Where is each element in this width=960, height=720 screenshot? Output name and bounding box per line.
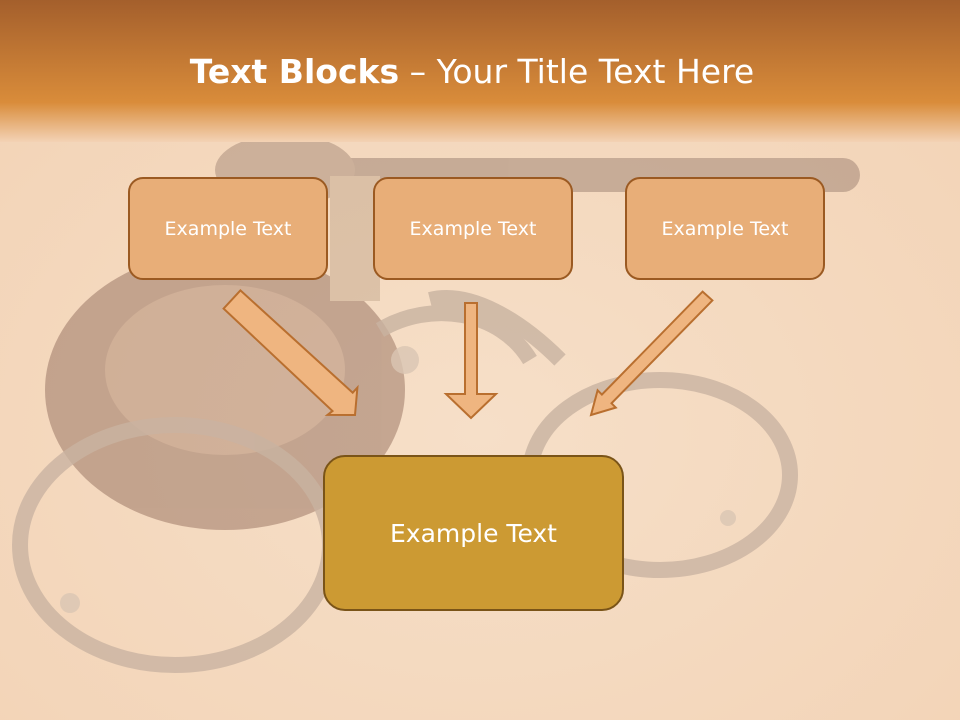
title-rest: Your Title Text Here [436, 52, 755, 91]
result-text-block-label: Example Text [390, 518, 557, 548]
title-dash: – [409, 52, 427, 91]
text-block-2-label: Example Text [409, 217, 537, 240]
text-block-1: Example Text [128, 177, 328, 280]
title-bold-part: Text Blocks [189, 52, 400, 91]
text-block-2: Example Text [373, 177, 573, 280]
text-block-3-label: Example Text [661, 217, 789, 240]
text-block-1-label: Example Text [164, 217, 292, 240]
arrow-right [589, 290, 714, 417]
arrow-left [222, 288, 359, 417]
slide-title: Text Blocks – Your Title Text Here [0, 52, 944, 91]
arrow-center [443, 302, 499, 420]
text-block-3: Example Text [625, 177, 825, 280]
result-text-block: Example Text [323, 455, 624, 611]
